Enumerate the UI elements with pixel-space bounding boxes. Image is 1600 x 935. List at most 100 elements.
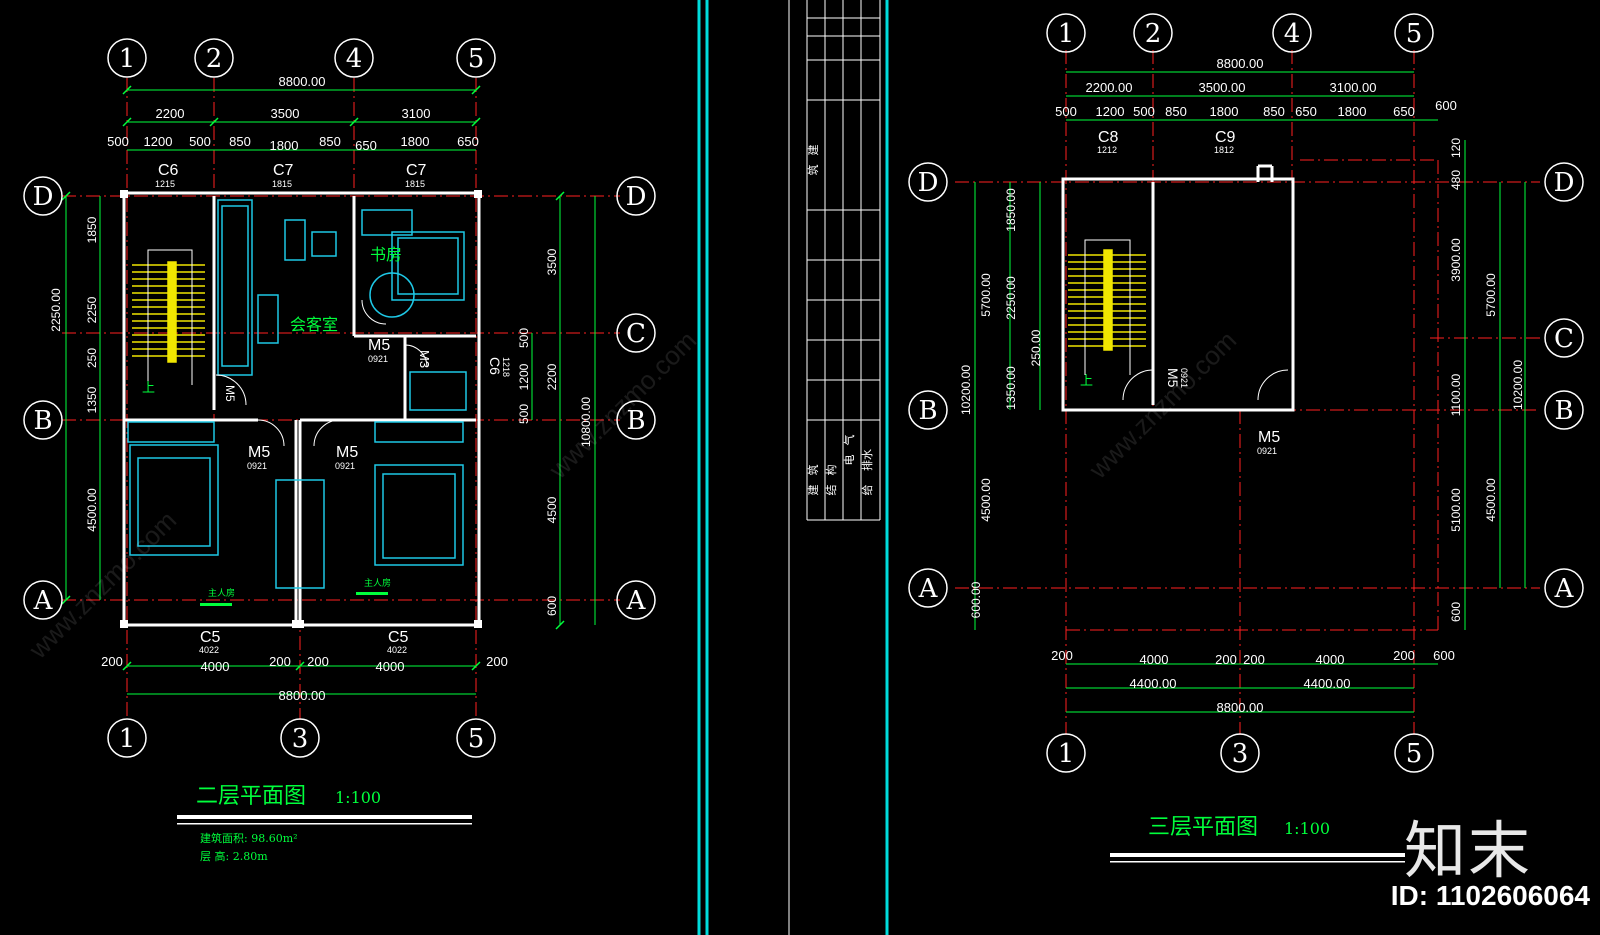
- right-grid-label: 1: [1058, 19, 1075, 49]
- left-dim-r2: 500: [189, 134, 211, 149]
- right-dim-v: 1850.00: [1004, 188, 1018, 232]
- left-grid-label: 4: [346, 44, 363, 74]
- right-grid-bubble: [1544, 318, 1584, 358]
- right-dim-bottom: 200: [1051, 648, 1073, 663]
- right-grid-bubble: [1394, 733, 1434, 773]
- left-title-underline-thin: [177, 823, 472, 825]
- title-block-row: 给: [861, 485, 874, 496]
- right-dim-v: 2250.00: [1004, 276, 1018, 320]
- left-grid-bubble: [107, 718, 147, 758]
- right-dim-v: 5700.00: [1484, 273, 1498, 317]
- right-plan-title: 三层平面图: [1148, 815, 1258, 840]
- title-block-row: 建: [806, 485, 820, 496]
- left-stair-arrow: [147, 249, 193, 385]
- left-grid-label: A: [626, 586, 647, 616]
- left-grid-bubble: [456, 38, 496, 78]
- right-dim-bottom: 4000: [1316, 652, 1345, 667]
- right-dim-v: 4500.00: [979, 478, 993, 522]
- right-grid-bubble: [1544, 568, 1584, 608]
- left-stairs: [132, 261, 205, 363]
- left-furniture: [127, 199, 467, 589]
- right-dim-r1: 2200.00: [1086, 80, 1133, 95]
- left-window-c5a-code: C5: [200, 629, 221, 646]
- right-grid-bubble: [908, 162, 948, 202]
- left-grid-bubble: [107, 38, 147, 78]
- left-dimension-lines: [65, 89, 596, 695]
- left-door-m5-a-size: 0921: [368, 354, 388, 364]
- left-dim-v: 2200: [545, 363, 559, 390]
- left-dim-v: 2250: [85, 296, 99, 323]
- left-stair-up-label: 上: [142, 381, 155, 396]
- right-dim-r2: 850: [1165, 104, 1187, 119]
- left-dim-bottom: 4000: [376, 659, 405, 674]
- right-grid-bubble: [1394, 13, 1434, 53]
- left-grid-label: 1: [119, 44, 136, 74]
- left-window-c7a-size: 1815: [272, 179, 292, 189]
- left-door-m5-b-code: M5: [248, 444, 270, 461]
- right-dim-bottom: 200: [1393, 648, 1415, 663]
- left-dim-r1: 3100: [402, 106, 431, 121]
- right-grid-bubble: [1220, 733, 1260, 773]
- left-dim-r2: 1200: [144, 134, 173, 149]
- right-grid-label: 5: [1406, 739, 1423, 769]
- left-dim-v: 4500.00: [85, 488, 99, 532]
- right-door-m5-rot-code: M5: [1165, 368, 1181, 388]
- right-door-swings: [1122, 369, 1289, 401]
- left-dim-total-bottom: 8800.00: [279, 688, 326, 703]
- right-window-c9-size: 1812: [1214, 145, 1234, 155]
- left-grid-label: 1: [119, 724, 136, 754]
- left-window-c6-right-size: 1218: [501, 357, 511, 377]
- left-dim-v: 3500: [545, 248, 559, 275]
- title-block-row: 气: [842, 435, 856, 446]
- right-dim-r2: 500: [1055, 104, 1077, 119]
- right-grid-bubble: [1272, 13, 1312, 53]
- left-window-c5a-size: 4022: [199, 645, 219, 655]
- left-dim-v: 10800.00: [579, 397, 593, 447]
- left-grid-bubble: [616, 313, 656, 353]
- right-dim-v: 3900.00: [1449, 238, 1463, 282]
- right-dim-r2: 1200: [1096, 104, 1125, 119]
- right-window-c8-code: C8: [1098, 129, 1119, 146]
- right-door-m5-code: M5: [1258, 429, 1280, 446]
- right-grid-bubble: [1133, 13, 1173, 53]
- title-block-row: 筑: [806, 465, 820, 476]
- left-title-underline: [177, 815, 472, 819]
- right-window-c9-code: C9: [1215, 129, 1236, 146]
- title-block-row: 构: [824, 465, 838, 476]
- left-grid-label: 5: [468, 44, 485, 74]
- right-grid-bubble: [1046, 733, 1086, 773]
- right-dim-v: 480: [1449, 170, 1463, 190]
- right-grid-label: A: [918, 574, 939, 604]
- right-grid-label: B: [1554, 396, 1573, 426]
- left-grid-label: C: [626, 319, 646, 349]
- title-block-row: 排水: [860, 449, 874, 471]
- left-grid-bubble: [616, 580, 656, 620]
- left-window-c5b-size: 4022: [387, 645, 407, 655]
- left-dimension-ticks: [61, 85, 565, 671]
- left-room-study: 书房: [370, 245, 402, 264]
- left-grid-bubble: [334, 38, 374, 78]
- right-grid-label: B: [918, 396, 937, 426]
- left-dim-r2: 650: [355, 138, 377, 153]
- left-dim-bottom: 200: [269, 654, 291, 669]
- title-block-text: 建 筑 建 筑 结 构 电 气 给 排水: [806, 145, 874, 496]
- right-dim-r2: 600: [1435, 98, 1457, 113]
- right-dim-bottom2: 4400.00: [1130, 676, 1177, 691]
- right-stair-up-label: 上: [1080, 374, 1093, 389]
- left-dim-v: 1850: [85, 216, 99, 243]
- title-block: [788, 0, 881, 935]
- title-block-row: 筑: [806, 165, 820, 176]
- left-dim-r2: 1800: [270, 138, 299, 153]
- right-dim-bottom: 200: [1215, 652, 1237, 667]
- brand-logo: 知末: [1403, 814, 1532, 887]
- left-dimension-texts-vertical: 1850 2250 250 1350 4500.00 2250.00 3500 …: [49, 216, 593, 616]
- left-door-m5-b-size: 0921: [247, 461, 267, 471]
- right-stairs: [1068, 249, 1146, 351]
- right-dim-bottom: 600: [1433, 648, 1455, 663]
- right-dim-bottom: 200: [1243, 652, 1265, 667]
- left-window-c6-code: C6: [158, 162, 179, 179]
- right-dim-v: 1100.00: [1449, 373, 1463, 416]
- right-dim-r1: 3100.00: [1330, 80, 1377, 95]
